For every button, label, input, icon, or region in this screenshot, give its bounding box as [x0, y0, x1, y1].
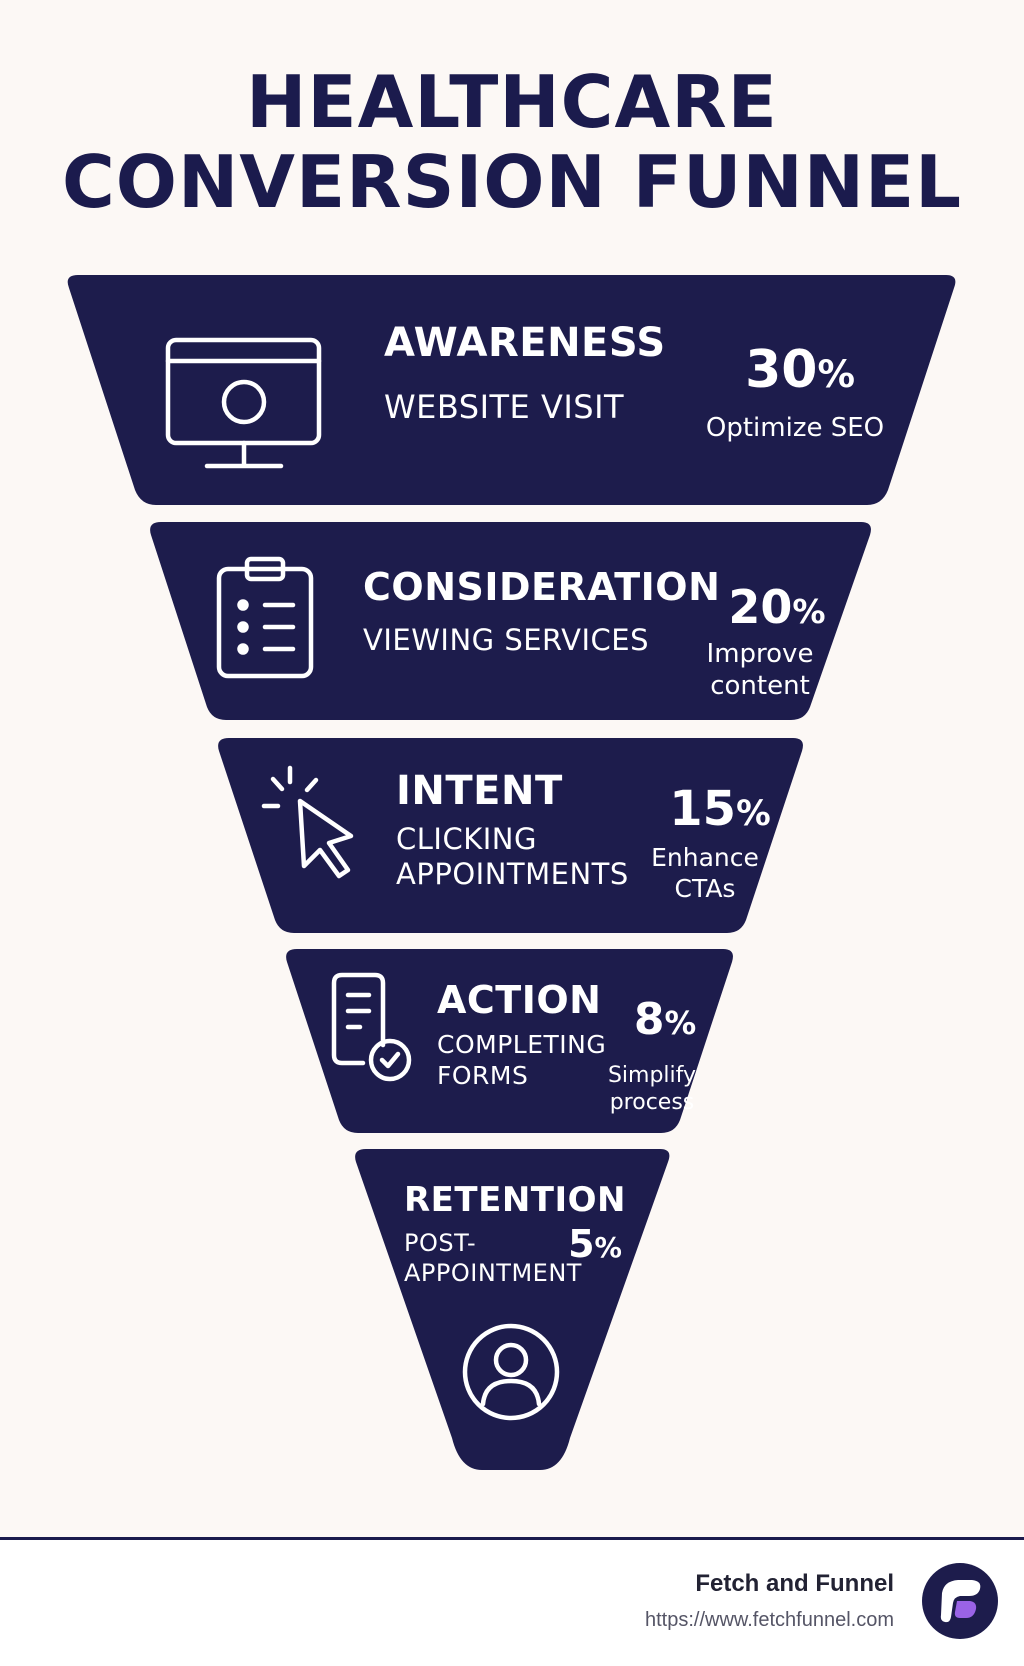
stage-action-text: ACTION COMPLETING FORMS	[437, 978, 606, 1091]
footer-divider	[0, 1537, 1024, 1540]
stage-name: CONSIDERATION	[363, 565, 721, 609]
clipboard-list-icon	[216, 556, 314, 679]
form-check-icon	[331, 972, 412, 1082]
stage-name: INTENT	[396, 768, 563, 814]
stage-awareness-text: AWARENESS WEBSITE VISIT	[384, 320, 666, 427]
funnel-stage-retention	[355, 1149, 670, 1470]
funnel-stage-action	[286, 949, 733, 1133]
stage-retention-text: RETENTION POST- APPOINTMENT	[404, 1180, 626, 1288]
stage-awareness-percent: 30%	[745, 340, 855, 400]
funnel-stage-awareness	[67, 275, 956, 505]
stage-action-tip: Simplify process	[607, 1063, 697, 1115]
stage-consideration-tip: Improve content	[706, 639, 814, 701]
funnel-stage-consideration	[150, 522, 871, 720]
stage-name: ACTION	[437, 978, 602, 1022]
footer-brand-url[interactable]: https://www.fetchfunnel.com	[644, 1609, 894, 1631]
title-line-1: HEALTHCARE	[246, 60, 778, 144]
funnel-stage-intent	[218, 738, 803, 933]
funnel-diagram	[67, 275, 956, 1470]
monitor-icon	[165, 337, 322, 469]
user-circle-icon	[462, 1323, 560, 1421]
stage-intent-text: INTENT CLICKING APPOINTMENTS	[396, 768, 629, 893]
footer-brand-name: Fetch and Funnel	[695, 1570, 894, 1597]
page-title: HEALTHCARE CONVERSION FUNNEL	[0, 62, 1024, 222]
stage-consideration-percent: 20%	[728, 580, 826, 634]
stage-description: CLICKING APPOINTMENTS	[396, 822, 629, 892]
stage-name: RETENTION	[404, 1180, 626, 1220]
stage-description: VIEWING SERVICES	[363, 623, 649, 657]
title-line-2: CONVERSION FUNNEL	[61, 140, 963, 224]
stage-retention-percent: 5%	[568, 1222, 622, 1266]
stage-consideration-text: CONSIDERATION VIEWING SERVICES	[363, 565, 720, 658]
stage-awareness-tip: Optimize SEO	[705, 413, 885, 443]
stage-intent-tip: Enhance CTAs	[651, 843, 759, 903]
stage-intent-percent: 15%	[669, 781, 771, 837]
stage-description: WEBSITE VISIT	[384, 388, 625, 426]
footer	[0, 1540, 1024, 1666]
fetch-funnel-logo-icon[interactable]	[922, 1563, 998, 1639]
cursor-click-icon	[261, 765, 354, 879]
stage-name: AWARENESS	[384, 320, 666, 366]
stage-description: COMPLETING FORMS	[437, 1030, 607, 1090]
stage-description: POST- APPOINTMENT	[404, 1229, 582, 1287]
stage-action-percent: 8%	[633, 994, 697, 1045]
